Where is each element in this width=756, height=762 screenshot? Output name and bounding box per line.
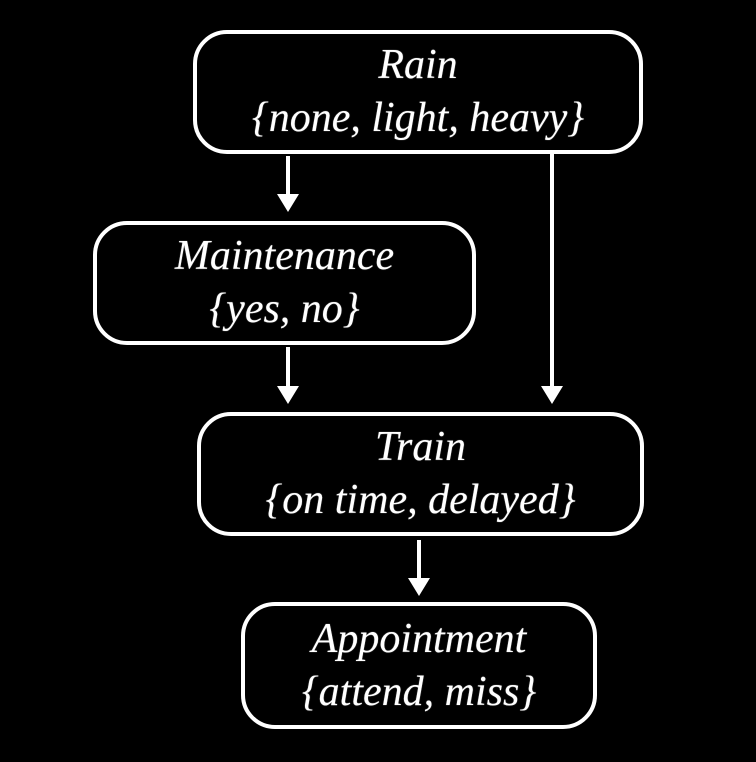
node-appointment-domain: {attend, miss} (301, 668, 537, 715)
edge-rain-to-maintenance-shaft (286, 156, 290, 196)
node-rain-label: Rain (378, 42, 458, 88)
node-maintenance: Maintenance {yes, no} (93, 221, 476, 345)
edge-train-to-appointment-shaft (417, 540, 421, 580)
edge-rain-to-train-shaft (550, 154, 554, 388)
node-rain-domain: {none, light, heavy} (251, 95, 585, 141)
arrowhead-down-icon (277, 386, 299, 404)
node-train: Train {on time, delayed} (197, 412, 644, 536)
arrowhead-down-icon (277, 194, 299, 212)
edge-maintenance-to-train-shaft (286, 347, 290, 388)
arrowhead-down-icon (541, 386, 563, 404)
node-appointment: Appointment {attend, miss} (241, 602, 597, 729)
node-appointment-label: Appointment (311, 615, 527, 662)
node-maintenance-domain: {yes, no} (209, 286, 360, 332)
node-train-label: Train (374, 424, 467, 470)
arrowhead-down-icon (408, 578, 430, 596)
node-train-domain: {on time, delayed} (265, 477, 576, 523)
node-maintenance-label: Maintenance (174, 233, 395, 279)
node-rain: Rain {none, light, heavy} (193, 30, 643, 154)
